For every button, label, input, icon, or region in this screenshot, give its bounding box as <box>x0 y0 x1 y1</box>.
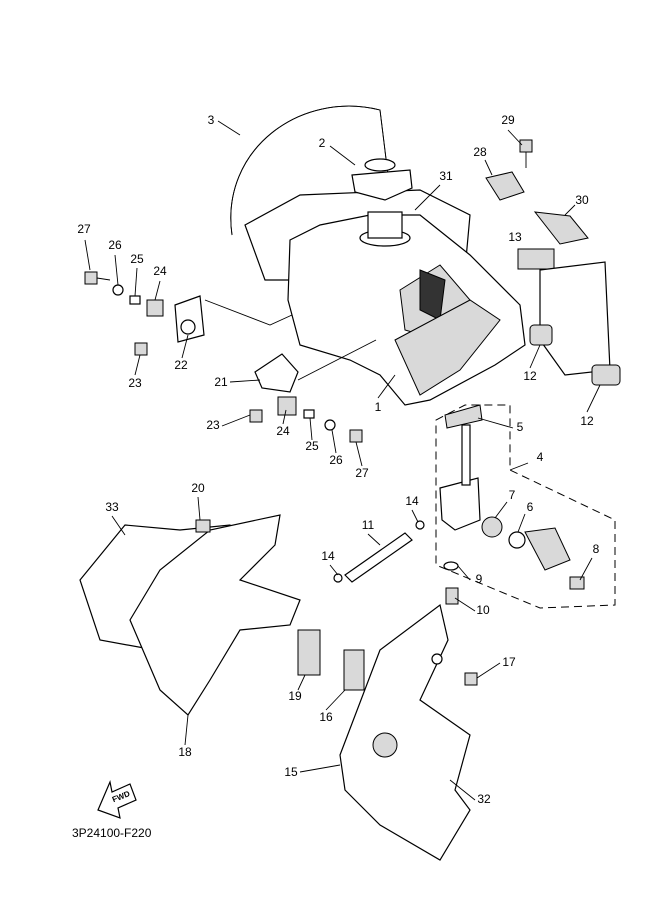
callout-11: 11 <box>362 518 375 532</box>
pad-13 <box>517 248 555 270</box>
damper-12a <box>529 324 553 346</box>
callout-31: 31 <box>439 169 453 183</box>
fuel-cock <box>439 477 481 531</box>
callout-27b: 27 <box>355 466 369 480</box>
bracket-28 <box>485 171 525 201</box>
callout-4: 4 <box>537 450 544 464</box>
callout-23a: 23 <box>128 376 142 390</box>
callout-20: 20 <box>191 481 205 495</box>
callout-8: 8 <box>593 542 600 556</box>
callout-24a: 24 <box>153 264 167 278</box>
callout-16: 16 <box>319 710 333 724</box>
bracket-21 <box>254 353 299 393</box>
damper-12b <box>591 364 621 386</box>
callout-12b: 12 <box>580 414 594 428</box>
callout-3: 3 <box>208 113 215 127</box>
callout-25b: 25 <box>305 439 319 453</box>
callout-21: 21 <box>214 375 228 389</box>
callout-22: 22 <box>174 358 188 372</box>
callout-6: 6 <box>527 500 534 514</box>
callout-12a: 12 <box>523 369 537 383</box>
callout-23b: 23 <box>206 418 220 432</box>
callout-14b: 14 <box>321 549 335 563</box>
diagram-code: 3P24100-F220 <box>72 826 152 840</box>
bracket-22 <box>174 295 205 343</box>
callout-29: 29 <box>501 113 515 127</box>
fuel-cock-group-outline[interactable] <box>435 404 616 609</box>
callout-1: 1 <box>375 400 382 414</box>
callout-2: 2 <box>319 136 326 150</box>
callout-18: 18 <box>178 745 192 759</box>
callout-17: 17 <box>502 655 516 669</box>
callout-14a: 14 <box>405 494 419 508</box>
bolt-29 <box>519 139 533 153</box>
callout-15: 15 <box>284 765 298 779</box>
callout-10: 10 <box>476 603 490 617</box>
callout-9: 9 <box>476 572 483 586</box>
side-panel-outline <box>539 261 611 376</box>
callout-5: 5 <box>517 420 524 434</box>
damper-16 <box>343 649 365 691</box>
callout-24b: 24 <box>276 424 290 438</box>
callout-26b: 26 <box>329 453 343 467</box>
callout-26a: 26 <box>108 238 122 252</box>
fwd-arrow-icon: FWD <box>97 779 137 819</box>
bracket-30 <box>533 211 589 245</box>
side-cover-15 <box>339 603 471 861</box>
callout-13: 13 <box>508 230 522 244</box>
damper-19 <box>297 629 321 676</box>
callout-32: 32 <box>477 792 491 806</box>
callout-25a: 25 <box>130 252 144 266</box>
fuel-cap <box>351 169 413 201</box>
callout-labels: 1 2 3 4 5 6 7 8 9 10 11 12 12 13 14 14 1… <box>77 113 599 806</box>
callout-33: 33 <box>105 500 119 514</box>
callout-19: 19 <box>288 689 302 703</box>
leader-lines <box>84 120 601 801</box>
callout-30: 30 <box>575 193 589 207</box>
callout-7: 7 <box>509 488 516 502</box>
callout-27a: 27 <box>77 222 91 236</box>
fuel-hose <box>344 532 413 583</box>
callout-28: 28 <box>473 145 487 159</box>
